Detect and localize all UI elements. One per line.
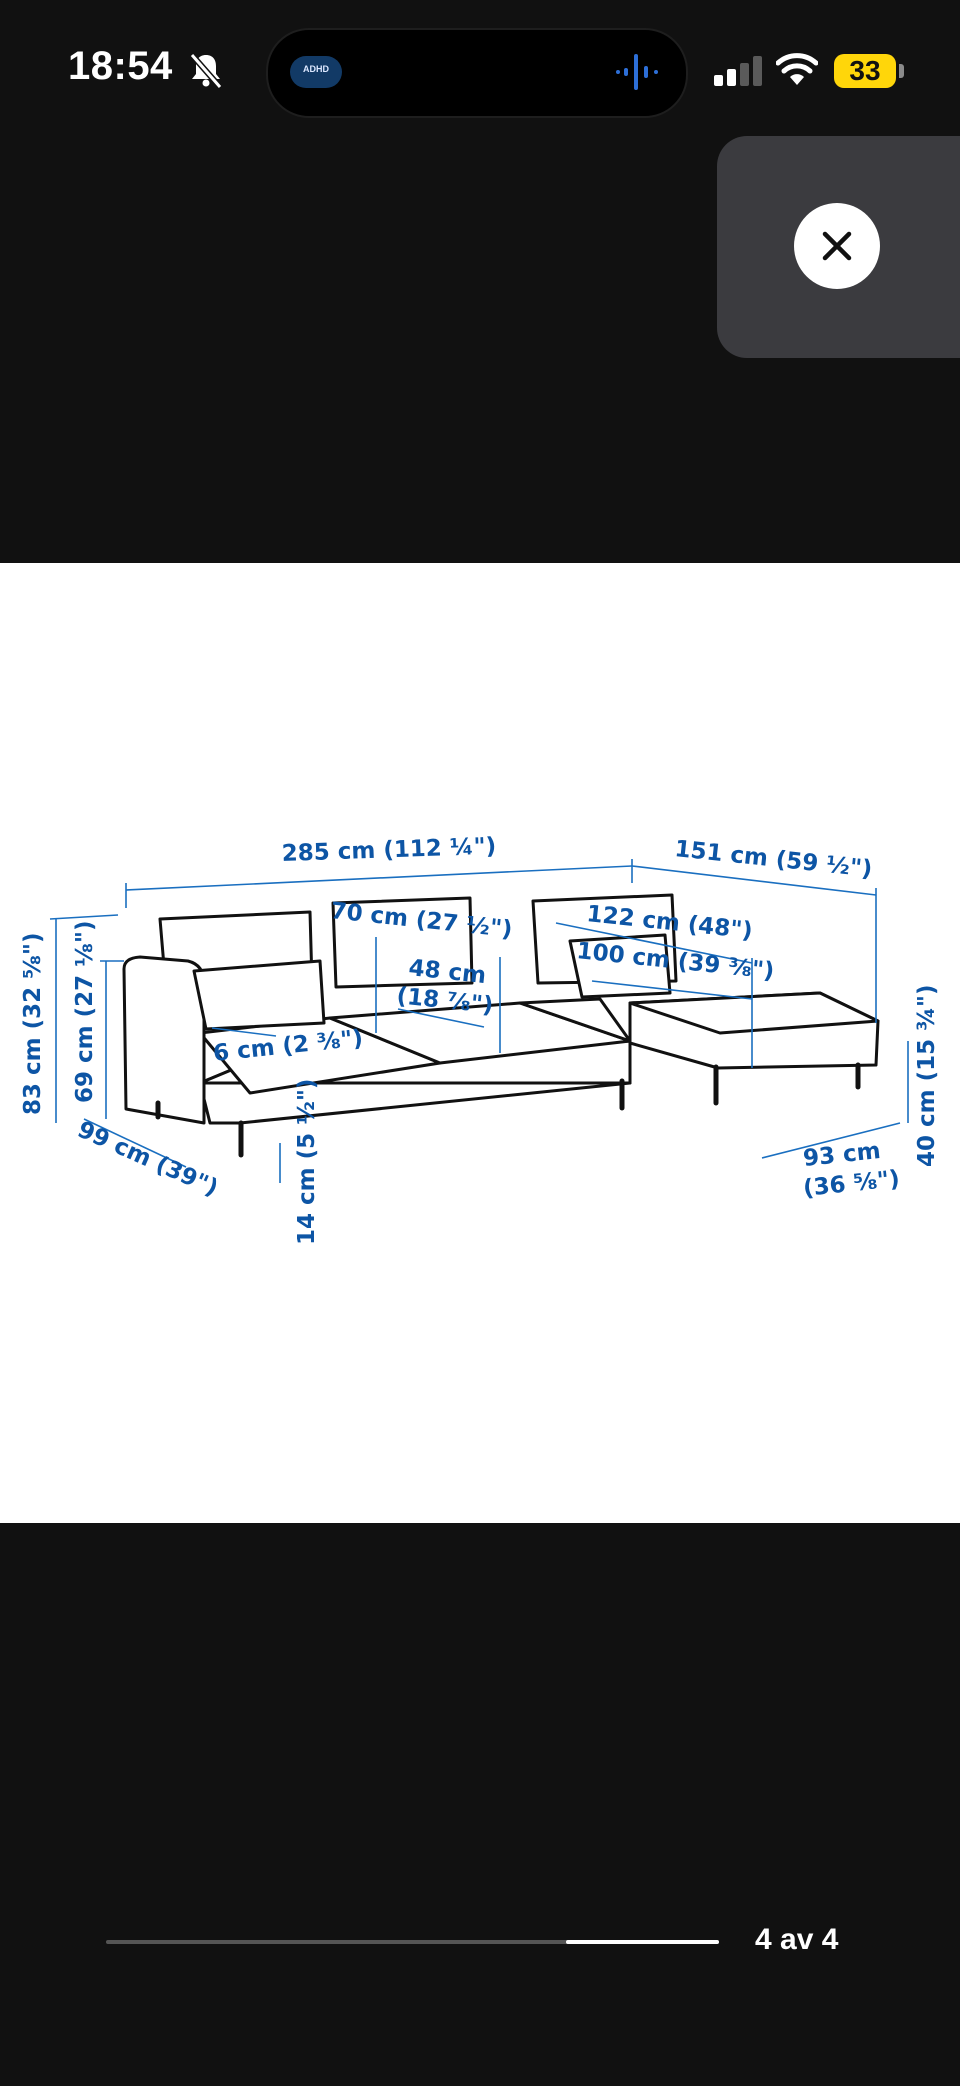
close-button[interactable] (794, 203, 880, 289)
now-playing-thumbnail: ADHD (290, 56, 342, 88)
gallery-progress-fill (565, 1940, 719, 1944)
gallery-progress-track[interactable] (106, 1940, 719, 1944)
total-width-label: 285 cm (112 ¼") (281, 834, 496, 867)
bell-slash-icon (189, 53, 223, 89)
clock-time: 18:54 (68, 44, 173, 88)
sofa-dimension-diagram: 285 cm (112 ¼") 151 cm (59 ½") 70 cm (27… (20, 834, 940, 1245)
seat-height-label: 40 cm (15 ¾") (914, 985, 940, 1167)
battery-nub (899, 64, 904, 78)
chaise-width-label: 151 cm (59 ½") (673, 836, 873, 883)
status-bar: 18:54 ADHD 33 (0, 0, 960, 130)
now-playing-thumbnail-label: ADHD (303, 64, 329, 74)
chaise-depth-label-2: (36 ⅝") (802, 1166, 901, 1202)
total-height-label: 83 cm (32 ⅝") (20, 933, 46, 1115)
signal-icon (714, 56, 762, 86)
armrest-height-label: 69 cm (27 ⅛") (72, 921, 98, 1103)
total-depth-label: 99 cm (39") (74, 1117, 222, 1202)
product-image[interactable]: 285 cm (112 ¼") 151 cm (59 ½") 70 cm (27… (0, 563, 960, 1523)
image-counter: 4 av 4 (755, 1923, 839, 1956)
audio-waveform-icon (616, 54, 658, 90)
wifi-icon (776, 53, 818, 85)
dynamic-island[interactable]: ADHD (266, 28, 688, 118)
chaise-depth-label-1: 93 cm (802, 1138, 882, 1172)
dimension-lines (49, 859, 909, 1183)
battery-icon: 33 (834, 54, 896, 88)
leg-height-label: 14 cm (5 ½") (294, 1079, 320, 1245)
sofa-drawing (122, 893, 880, 1158)
close-icon (822, 231, 852, 261)
